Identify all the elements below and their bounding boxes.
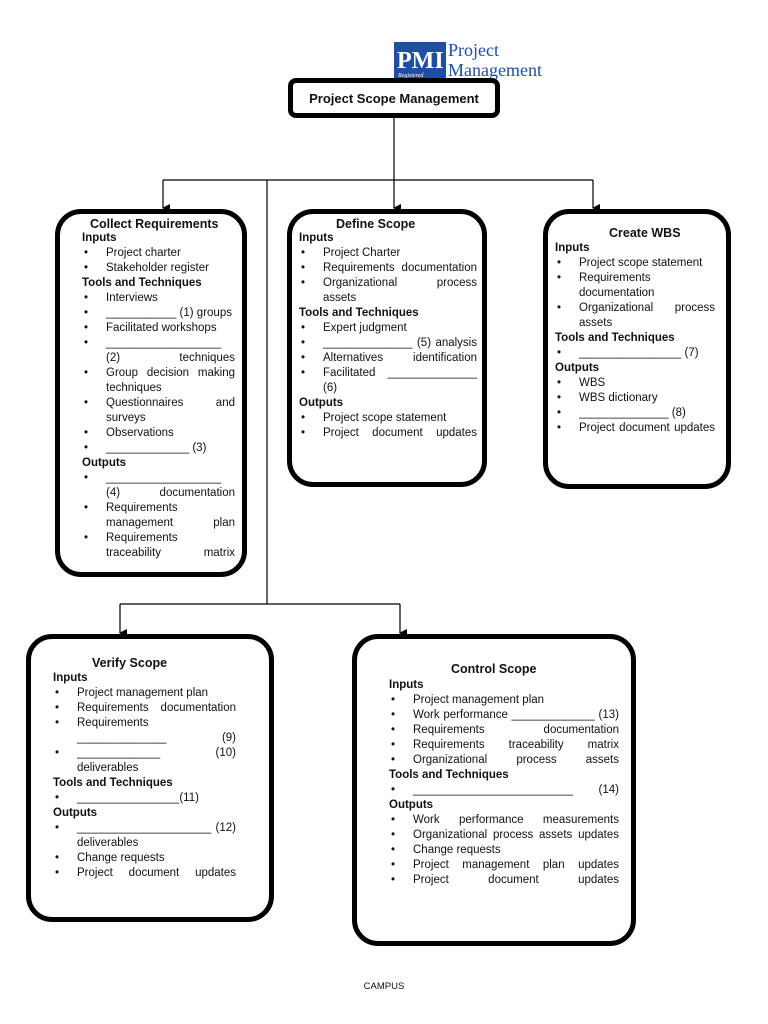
list-item: ______________ (5) analysis [299,336,477,351]
list-item: ________________(11) [53,791,236,806]
list-item: Requirements documentation [53,701,236,716]
list-item: Requirements traceability matrix [389,738,619,753]
svg-text:PMI: PMI [397,48,444,74]
list-item: _________________________ (14) [389,783,619,798]
section-label: Tools and Techniques [389,769,509,781]
list-item: Requirements management plan [82,501,235,531]
section-label: Tools and Techniques [299,307,419,319]
list-item: Project Charter [299,246,477,261]
list-item: Project management plan updates [389,858,619,873]
list-item: Change requests [53,851,236,866]
section-label: Inputs [82,232,117,244]
section-label: Outputs [299,397,344,409]
list-item: Change requests [389,843,619,858]
list-item: Group decision making techniques [82,366,235,396]
list-item: Project management plan [53,686,236,701]
list-item: Project document updates [299,426,477,441]
list-item: Organizational process assets [389,753,619,768]
list-item: Facilitated ______________ (6) [299,366,477,396]
verify-scope-content: Inputs Project management planRequiremen… [53,671,236,881]
list-item: Requirements documentation [389,723,619,738]
list-item: Requirements traceability matrix [82,531,235,561]
list-item: Observations [82,426,235,441]
list-item: Questionnaires and surveys [82,396,235,426]
list-item: Project charter [82,246,235,261]
svg-text:Registered: Registered [397,73,424,79]
page-title: Project Scope Management [309,90,479,106]
section-label: Tools and Techniques [82,277,202,289]
page-title-box: Project Scope Management [288,78,500,118]
list-item: Work performance measurements [389,813,619,828]
section-label: Tools and Techniques [53,777,173,789]
list-item: __________________ (2) techniques [82,336,235,366]
list-item: Work performance _____________ (13) [389,708,619,723]
list-item: Organizational process assets [555,301,715,331]
list-item: Project document updates [53,866,236,881]
list-item: WBS [555,376,715,391]
list-item: Project document updates [555,421,715,436]
list-item: Project scope statement [555,256,715,271]
list-item: _____________ (3) [82,441,235,456]
pmi-logo: PMI Registered Project Management [394,40,542,84]
list-item: Project document updates [389,873,619,888]
list-item: Interviews [82,291,235,306]
section-label: Outputs [82,457,127,469]
list-item: Project management plan [389,693,619,708]
pmi-logo-mark: PMI Registered [394,42,446,80]
list-item: Alternatives identification [299,351,477,366]
list-item: Project scope statement [299,411,477,426]
list-item: __________________ (4) documentation [82,471,235,501]
section-label: Outputs [555,362,600,374]
list-item: Organizational process assets [299,276,477,306]
define-scope-content: Inputs Project CharterRequirements docum… [299,231,477,441]
list-item: Requirements ______________ (9) [53,716,236,746]
list-item: _____________________ (12) deliverables [53,821,236,851]
list-item: Expert judgment [299,321,477,336]
list-item: ___________ (1) groups [82,306,235,321]
section-label: Inputs [389,679,424,691]
list-item: Stakeholder register [82,261,235,276]
section-label: Inputs [555,242,590,254]
collect-requirements-content: Inputs Project charterStakeholder regist… [82,231,235,561]
section-label: Outputs [53,807,98,819]
section-label: Outputs [389,799,434,811]
list-item: Requirements documentation [299,261,477,276]
create-wbs-content: Inputs Project scope statementRequiremen… [555,241,715,436]
list-item: _____________ (10) deliverables [53,746,236,776]
list-item: Organizational process assets updates [389,828,619,843]
list-item: ______________ (8) [555,406,715,421]
section-label: Tools and Techniques [555,332,675,344]
verify-scope-title: Verify Scope [92,656,168,670]
section-label: Inputs [53,672,88,684]
collect-requirements-title: Collect Requirements [90,217,219,231]
list-item: Facilitated workshops [82,321,235,336]
control-scope-title: Control Scope [451,662,537,676]
list-item: ________________ (7) [555,346,715,361]
define-scope-title: Define Scope [336,217,416,231]
create-wbs-title: Create WBS [609,226,681,240]
section-label: Inputs [299,232,334,244]
list-item: WBS dictionary [555,391,715,406]
list-item: Requirements documentation [555,271,715,301]
control-scope-content: Inputs Project management planWork perfo… [389,678,619,888]
pmi-logo-text: Project Management [448,40,542,80]
footer-text: CAMPUS [363,981,405,992]
